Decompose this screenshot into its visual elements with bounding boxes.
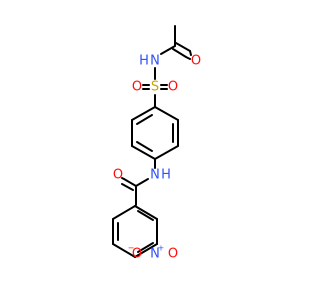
atom-symbol: N: [150, 247, 160, 262]
single-bond: [160, 49, 169, 55]
atom-acetyl-o: O: [191, 54, 201, 69]
atom-nitro-o-left: O −: [128, 244, 142, 262]
aromatic-double-bond: [136, 141, 153, 152]
atom-symbol: N: [150, 168, 160, 183]
aromatic-double-bond: [137, 210, 154, 221]
single-bond: [141, 178, 149, 184]
atom-symbol: O: [132, 247, 142, 262]
atom-symbol: O: [191, 54, 201, 69]
atom-charge: −: [128, 244, 135, 253]
single-bond: [135, 181, 143, 187]
atom-anilide-nh: N H: [150, 168, 171, 183]
ring-bond: [112, 205, 136, 220]
double-bond: [185, 56, 191, 60]
double-bond: [121, 183, 134, 191]
atom-symbol: N: [150, 54, 160, 69]
atom-symbol: O: [168, 247, 178, 262]
ring-bond: [131, 106, 156, 121]
atom-sulfonyl-o-right: O: [168, 80, 178, 95]
atom-nitro-o-right: O: [168, 247, 178, 262]
atom-benzamide-o: O: [113, 168, 123, 183]
double-bond: [123, 178, 137, 187]
ring-bond: [112, 243, 136, 258]
aromatic-double-bond: [136, 114, 153, 125]
double-bond: [172, 48, 187, 58]
aromatic-double-bond: [137, 242, 154, 253]
atom-symbol: S: [151, 80, 159, 95]
molecule-structure: N H O S O O N H O N + O − O: [112, 25, 201, 262]
atom-symbol: O: [132, 80, 142, 95]
ring-bond: [154, 145, 179, 160]
atom-symbol: O: [168, 80, 178, 95]
double-bond: [189, 50, 192, 56]
atom-amide-nh-top: N H: [139, 54, 160, 69]
atom-hydrogen: H: [139, 54, 149, 69]
ring-bond: [134, 243, 158, 258]
ring-bond: [134, 205, 158, 220]
atom-symbol: O: [113, 168, 123, 183]
atom-charge: +: [158, 244, 165, 253]
double-bond: [175, 42, 191, 52]
atom-sulfonyl-o-left: O: [132, 80, 142, 95]
double-bond: [121, 177, 125, 180]
atom-sulfonyl-s: S: [151, 80, 159, 95]
bond-layer: [112, 25, 192, 258]
atom-nitro-n: N +: [150, 244, 164, 262]
ring-bond: [131, 145, 156, 160]
single-bond: [167, 45, 176, 51]
ring-bond: [154, 106, 179, 121]
atom-hydrogen: H: [161, 168, 171, 183]
